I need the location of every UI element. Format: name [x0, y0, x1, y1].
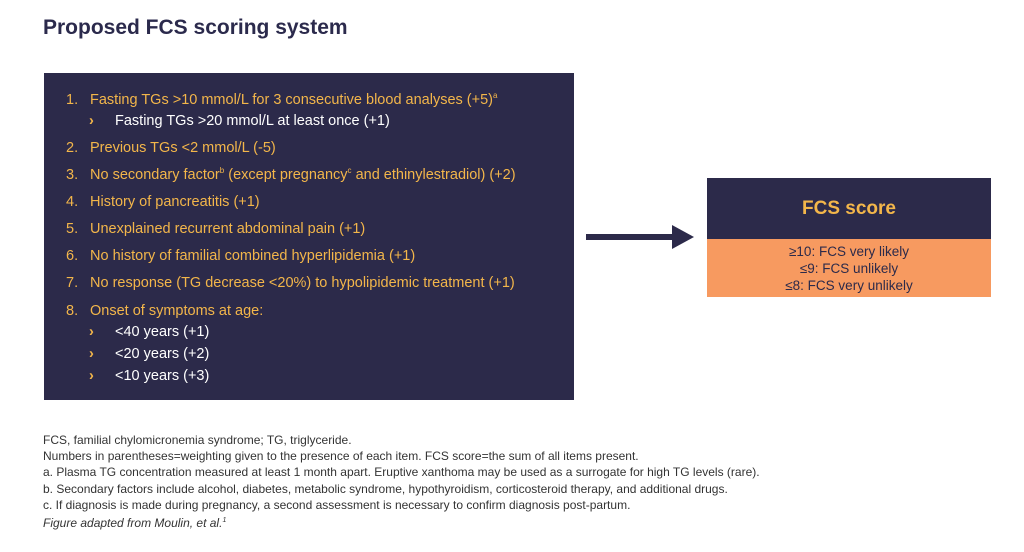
- age-item: › <10 years (+3): [89, 368, 209, 384]
- criterion-text: Previous TGs <2 mmol/L (-5): [90, 140, 276, 156]
- criterion-text: Onset of symptoms at age:: [90, 303, 264, 319]
- age-item: › <20 years (+2): [89, 346, 209, 362]
- criterion-number: 2.: [66, 140, 79, 156]
- criterion-2: 2. Previous TGs <2 mmol/L (-5): [66, 140, 276, 156]
- criterion-6: 6. No history of familial combined hyperl…: [66, 248, 415, 264]
- score-line: ≤8: FCS very unlikely: [785, 277, 913, 293]
- chevron-right-icon: ›: [89, 346, 94, 362]
- citation-marker: 1: [222, 517, 227, 525]
- criterion-number: 4.: [66, 194, 79, 210]
- criterion-7: 7. No response (TG decrease <20%) to hypo…: [66, 275, 515, 291]
- criterion-3: 3. No secondary factorb (except pregnancy…: [66, 167, 516, 183]
- fcs-score-interpretation: ≥10: FCS very likely ≤9: FCS unlikely ≤8…: [707, 239, 991, 297]
- criterion-number: 7.: [66, 275, 79, 291]
- criterion-4: 4. History of pancreatitis (+1): [66, 194, 260, 210]
- score-line: ≥10: FCS very likely: [789, 243, 909, 259]
- criterion-5: 5. Unexplained recurrent abdominal pain (…: [66, 221, 365, 237]
- source-citation: Figure adapted from Moulin, et al.1: [43, 513, 760, 531]
- footnote-marker: c: [347, 166, 352, 176]
- criterion-text: No response (TG decrease <20%) to hypoli…: [90, 275, 515, 291]
- criterion-text: History of pancreatitis (+1): [90, 194, 260, 210]
- criterion-text: Fasting TGs >10 mmol/L for 3 consecutive…: [90, 92, 493, 108]
- score-line: ≤9: FCS unlikely: [799, 260, 899, 276]
- page-title: Proposed FCS scoring system: [43, 16, 348, 39]
- footnote-marker: a: [492, 91, 498, 101]
- footnote-line: b. Secondary factors include alcohol, di…: [43, 481, 728, 496]
- criterion-text: and ethinylestradiol) (+2): [351, 167, 516, 183]
- fcs-score-box: FCS score ≥10: FCS very likely ≤9: FCS u…: [707, 178, 991, 297]
- footnote-line: a. Plasma TG concentration measured at l…: [43, 465, 760, 480]
- footnote-line: Numbers in parentheses=weighting given t…: [43, 449, 639, 464]
- source-text: Figure adapted from Moulin, et al.: [43, 516, 223, 531]
- criterion-text: (except pregnancy: [224, 167, 348, 183]
- footnote-line: c. If diagnosis is made during pregnancy…: [43, 497, 631, 512]
- criterion-number: 5.: [66, 221, 79, 237]
- criterion-8: 8. Onset of symptoms at age:: [66, 303, 263, 319]
- criterion-text: No history of familial combined hyperlip…: [90, 248, 416, 264]
- criterion-text: Unexplained recurrent abdominal pain (+1…: [90, 221, 366, 237]
- criterion-number: 8.: [66, 303, 79, 319]
- age-item-text: <40 years (+1): [115, 324, 210, 340]
- fcs-score-heading: FCS score: [707, 178, 991, 239]
- footnote-line: FCS, familial chylomicronemia syndrome; …: [43, 433, 352, 447]
- criterion-text: No secondary factor: [90, 167, 220, 183]
- criteria-box: 1. Fasting TGs >10 mmol/L for 3 consecuti…: [44, 73, 574, 400]
- footnotes: FCS, familial chylomicronemia syndrome; …: [43, 432, 760, 531]
- right-arrow-icon: [586, 225, 694, 249]
- sub-criterion-text: Fasting TGs >20 mmol/L at least once (+1…: [115, 113, 390, 129]
- age-item: › <40 years (+1): [89, 324, 209, 340]
- footnote-marker: b: [219, 166, 225, 176]
- chevron-right-icon: ›: [89, 113, 94, 129]
- age-item-text: <10 years (+3): [115, 368, 210, 384]
- criterion-number: 1.: [66, 92, 79, 108]
- chevron-right-icon: ›: [89, 368, 94, 384]
- criterion-number: 3.: [66, 167, 79, 183]
- criterion-1: 1. Fasting TGs >10 mmol/L for 3 consecuti…: [66, 92, 497, 108]
- chevron-right-icon: ›: [89, 324, 94, 340]
- age-item-text: <20 years (+2): [115, 346, 210, 362]
- criterion-1-sub: › Fasting TGs >20 mmol/L at least once (+…: [89, 113, 390, 129]
- criterion-number: 6.: [66, 248, 79, 264]
